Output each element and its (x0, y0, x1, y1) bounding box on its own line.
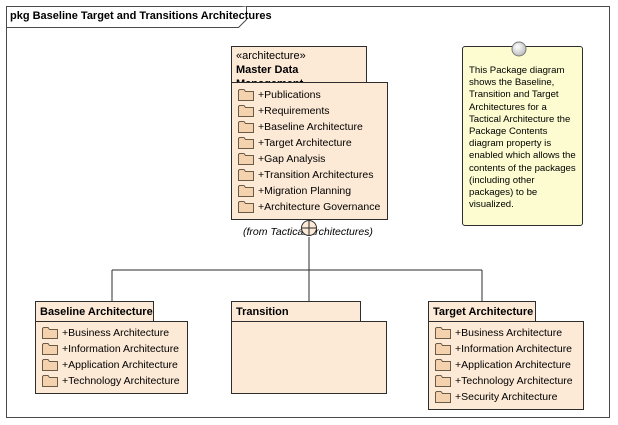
master-item-label: +Baseline Architecture (258, 121, 363, 133)
master-item[interactable]: +Requirements (238, 104, 330, 118)
pin-icon (511, 41, 527, 57)
baseline-item[interactable]: +Business Architecture (42, 326, 169, 340)
folder-icon (238, 168, 254, 181)
baseline-item-label: +Application Architecture (62, 359, 178, 371)
target-item[interactable]: +Business Architecture (435, 326, 562, 340)
nesting-circle-icon (301, 220, 317, 236)
master-item-label: +Requirements (258, 105, 330, 117)
target-item[interactable]: +Application Architecture (435, 358, 571, 372)
master-item[interactable]: +Publications (238, 88, 321, 102)
master-item[interactable]: +Gap Analysis (238, 152, 325, 166)
target-item-label: +Technology Architecture (455, 375, 573, 387)
folder-icon (42, 326, 58, 339)
transition-package-tab[interactable]: Transition Architectures (231, 301, 361, 332)
target-item[interactable]: +Security Architecture (435, 390, 557, 404)
folder-icon (435, 374, 451, 387)
transition-package-body[interactable] (231, 321, 387, 394)
folder-icon (238, 184, 254, 197)
master-item-label: +Publications (258, 89, 321, 101)
master-item-label: +Gap Analysis (258, 153, 326, 165)
master-stereotype: «architecture» (236, 50, 306, 62)
baseline-item-label: +Technology Architecture (62, 375, 180, 387)
master-package-body[interactable]: +Publications +Requirements +Baseline Ar… (231, 82, 388, 220)
folder-icon (435, 390, 451, 403)
folder-icon (435, 358, 451, 371)
target-item-label: +Security Architecture (455, 391, 558, 403)
frame-title: pkg Baseline Target and Transitions Arch… (10, 10, 272, 22)
target-package-name: Target Architecture (433, 306, 534, 318)
master-item-label: +Target Architecture (258, 137, 352, 149)
folder-icon (435, 342, 451, 355)
baseline-item[interactable]: +Information Architecture (42, 342, 179, 356)
diagram-note[interactable]: This Package diagram shows the Baseline,… (462, 46, 583, 226)
baseline-package-tab[interactable]: Baseline Architecture (35, 301, 154, 322)
folder-icon (42, 358, 58, 371)
target-item-label: +Application Architecture (455, 359, 571, 371)
master-item[interactable]: +Architecture Governance (238, 200, 380, 214)
master-item[interactable]: +Baseline Architecture (238, 120, 363, 134)
baseline-item[interactable]: +Technology Architecture (42, 374, 180, 388)
folder-icon (238, 120, 254, 133)
master-item-label: +Architecture Governance (258, 201, 381, 213)
folder-icon (42, 374, 58, 387)
target-item[interactable]: +Information Architecture (435, 342, 572, 356)
folder-icon (42, 342, 58, 355)
target-package-tab[interactable]: Target Architecture (428, 301, 536, 322)
baseline-item[interactable]: +Application Architecture (42, 358, 178, 372)
master-package-tab[interactable]: «architecture» Master Data Management (231, 46, 367, 90)
folder-icon (238, 88, 254, 101)
master-item[interactable]: +Target Architecture (238, 136, 352, 150)
master-item-label: +Migration Planning (258, 185, 352, 197)
target-item-label: +Business Architecture (455, 327, 563, 339)
folder-icon (238, 152, 254, 165)
folder-icon (238, 104, 254, 117)
folder-icon (435, 326, 451, 339)
target-item[interactable]: +Technology Architecture (435, 374, 573, 388)
folder-icon (238, 200, 254, 213)
note-text: This Package diagram shows the Baseline,… (469, 65, 576, 211)
diagram-frame (6, 6, 610, 418)
master-item[interactable]: +Migration Planning (238, 184, 351, 198)
master-item[interactable]: +Transition Architectures (238, 168, 373, 182)
baseline-package-body[interactable]: +Business Architecture +Information Arch… (35, 321, 188, 394)
baseline-item-label: +Business Architecture (62, 327, 170, 339)
target-package-body[interactable]: +Business Architecture +Information Arch… (428, 321, 584, 410)
target-item-label: +Information Architecture (455, 343, 573, 355)
folder-icon (238, 136, 254, 149)
baseline-package-name: Baseline Architecture (40, 306, 153, 318)
baseline-item-label: +Information Architecture (62, 343, 180, 355)
master-item-label: +Transition Architectures (258, 169, 374, 181)
